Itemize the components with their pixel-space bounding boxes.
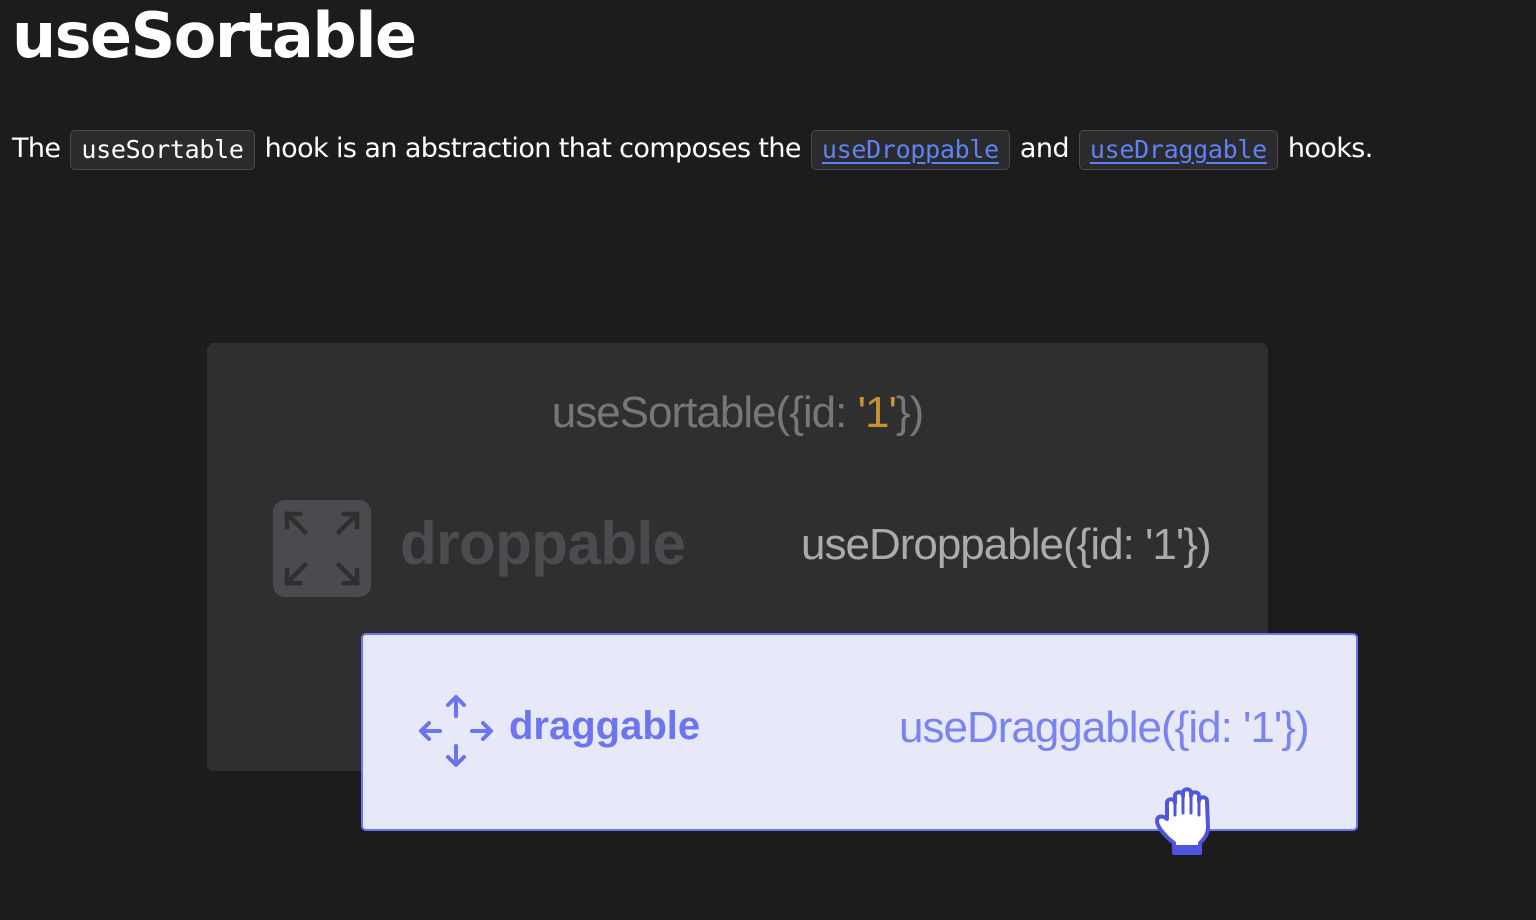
- sortable-call-prefix: useSortable({id:: [551, 388, 858, 437]
- intro-text-middle: hook is an abstraction that composes the: [264, 133, 802, 164]
- inline-code-usesortable: useSortable: [70, 129, 255, 170]
- sortable-call-id: '1': [857, 388, 897, 437]
- draggable-call-label: useDraggable({id: '1'}): [899, 703, 1310, 752]
- link-usedroppable[interactable]: useDroppable: [810, 129, 1010, 170]
- grab-hand-icon: [1155, 787, 1210, 855]
- move-arrows-icon: [419, 695, 493, 767]
- page-title: useSortable: [12, 0, 417, 72]
- intro-text-the: The: [12, 133, 61, 164]
- sortable-call-label: useSortable({id: '1'}): [0, 388, 1475, 438]
- droppable-label: droppable: [400, 510, 686, 577]
- collapse-arrows-icon: [273, 500, 371, 597]
- sortable-call-suffix: }): [895, 388, 924, 437]
- droppable-call-label: useDroppable({id: '1'}): [801, 520, 1212, 569]
- intro-text-and: and: [1019, 133, 1070, 164]
- intro-text-hooks: hooks.: [1287, 133, 1373, 164]
- intro-paragraph: The useSortable hook is an abstraction t…: [12, 126, 1373, 172]
- link-usedraggable[interactable]: useDraggable: [1078, 129, 1278, 170]
- draggable-label: draggable: [509, 704, 701, 748]
- draggable-card: [361, 633, 1358, 831]
- sortable-container: [207, 343, 1268, 771]
